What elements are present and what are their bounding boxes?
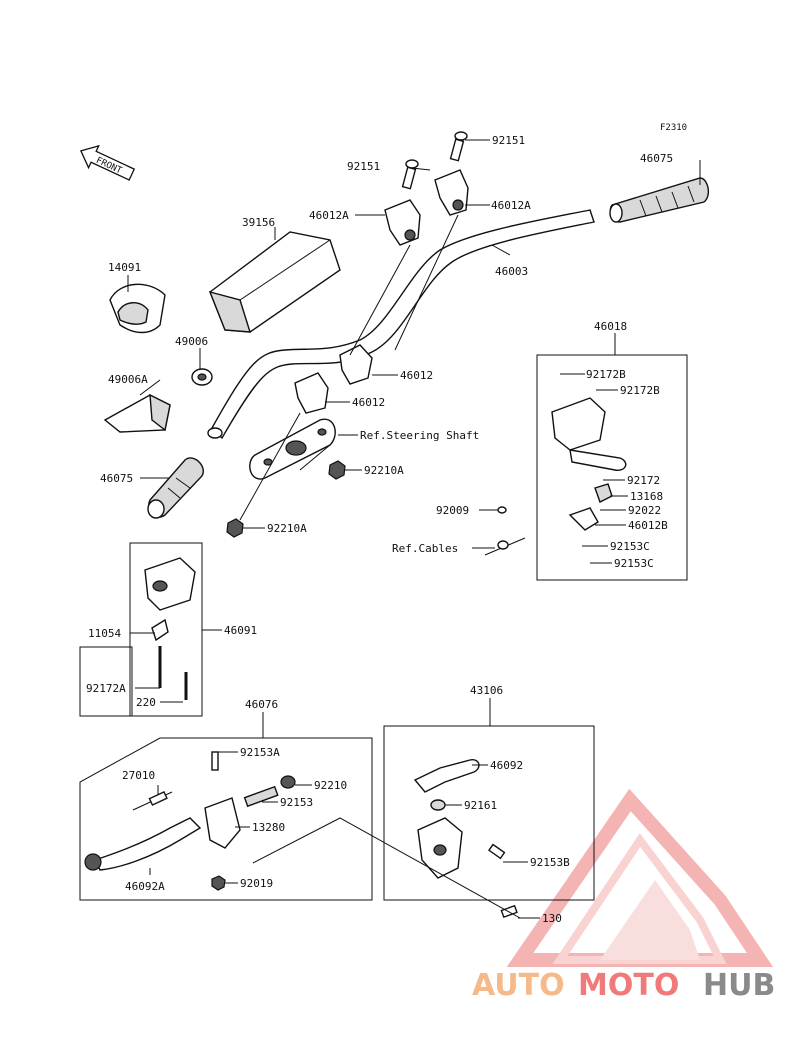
label-92009: 92009 xyxy=(436,504,469,517)
label-92172A: 92172A xyxy=(86,682,126,695)
label-46075-top: 46075 xyxy=(640,152,673,165)
label-92153B: 92153B xyxy=(530,856,570,869)
label-ref-cables: Ref.Cables xyxy=(392,542,458,555)
box-11054 xyxy=(79,646,133,717)
bolt-130-line xyxy=(252,817,521,919)
watermark-moto: MOTO xyxy=(578,968,679,1003)
box-46018 xyxy=(536,354,688,581)
box-46076 xyxy=(79,737,373,901)
label-92172B-b: 92172B xyxy=(620,384,660,397)
watermark-logo xyxy=(506,788,774,967)
label-92161: 92161 xyxy=(464,799,497,812)
box-43106 xyxy=(383,725,595,901)
watermark-auto: AUTO xyxy=(472,968,565,1003)
lower-clamp-a xyxy=(339,344,373,385)
label-92019: 92019 xyxy=(240,877,273,890)
label-46012A-right: 46012A xyxy=(491,199,531,212)
label-27010: 27010 xyxy=(122,769,155,782)
label-220: 220 xyxy=(136,696,156,709)
label-46012-a: 46012 xyxy=(400,369,433,382)
upper-clamp-right xyxy=(434,169,469,216)
label-14091: 14091 xyxy=(108,261,141,274)
label-46075-bottom: 46075 xyxy=(100,472,133,485)
label-46012B: 46012B xyxy=(628,519,668,532)
label-92172B-a: 92172B xyxy=(586,368,626,381)
label-130: 130 xyxy=(542,912,562,925)
label-46012A-left: 46012A xyxy=(309,209,349,222)
bar-pad-part xyxy=(208,231,341,333)
brake-lever-assembly xyxy=(84,751,296,891)
figure-code: F2310 xyxy=(660,123,687,133)
protector-part xyxy=(103,393,171,433)
label-92172: 92172 xyxy=(627,474,660,487)
lever-assembly-46018 xyxy=(551,397,627,531)
handlebar-part xyxy=(207,209,595,440)
label-11054: 11054 xyxy=(88,627,121,640)
label-92210A-a: 92210A xyxy=(364,464,404,477)
bolt-92151-left xyxy=(401,159,419,190)
protector-clamp-part xyxy=(191,368,213,386)
label-49006A: 49006A xyxy=(108,373,148,386)
label-46012-b: 46012 xyxy=(352,396,385,409)
label-49006: 49006 xyxy=(175,335,208,348)
label-92151-right: 92151 xyxy=(492,134,525,147)
front-arrow-icon: FRONT xyxy=(80,144,136,181)
grip-bottom-part xyxy=(147,457,204,519)
label-46076: 46076 xyxy=(245,698,278,711)
label-46092: 46092 xyxy=(490,759,523,772)
label-92210: 92210 xyxy=(314,779,347,792)
label-46003: 46003 xyxy=(495,265,528,278)
nut-92210A-a xyxy=(328,460,346,480)
cover-part xyxy=(109,283,166,334)
steering-plate xyxy=(249,418,336,480)
guide-lines xyxy=(239,214,459,521)
nut-92210A-b xyxy=(226,518,244,538)
label-13168: 13168 xyxy=(630,490,663,503)
label-46091: 46091 xyxy=(224,624,257,637)
label-13280: 13280 xyxy=(252,821,285,834)
label-ref-steering-shaft: Ref.Steering Shaft xyxy=(360,429,479,442)
label-39156: 39156 xyxy=(242,216,275,229)
label-92153C-b: 92153C xyxy=(614,557,654,570)
bolt-92151-right xyxy=(449,131,468,162)
upper-clamp-left xyxy=(384,199,421,246)
label-92153A: 92153A xyxy=(240,746,280,759)
label-92151-left: 92151 xyxy=(347,160,380,173)
watermark-hub: HUB xyxy=(703,968,775,1003)
label-92210A-b: 92210A xyxy=(267,522,307,535)
hot-start-assembly xyxy=(413,759,518,919)
label-92022: 92022 xyxy=(628,504,661,517)
label-43106: 43106 xyxy=(470,684,503,697)
grip-top-part xyxy=(609,177,710,223)
leader-lines xyxy=(127,139,701,919)
label-92153C-a: 92153C xyxy=(610,540,650,553)
label-46018: 46018 xyxy=(594,320,627,333)
lower-clamp-b xyxy=(294,372,329,414)
label-92153: 92153 xyxy=(280,796,313,809)
label-46092A: 46092A xyxy=(125,880,165,893)
switch-assembly xyxy=(144,557,196,700)
